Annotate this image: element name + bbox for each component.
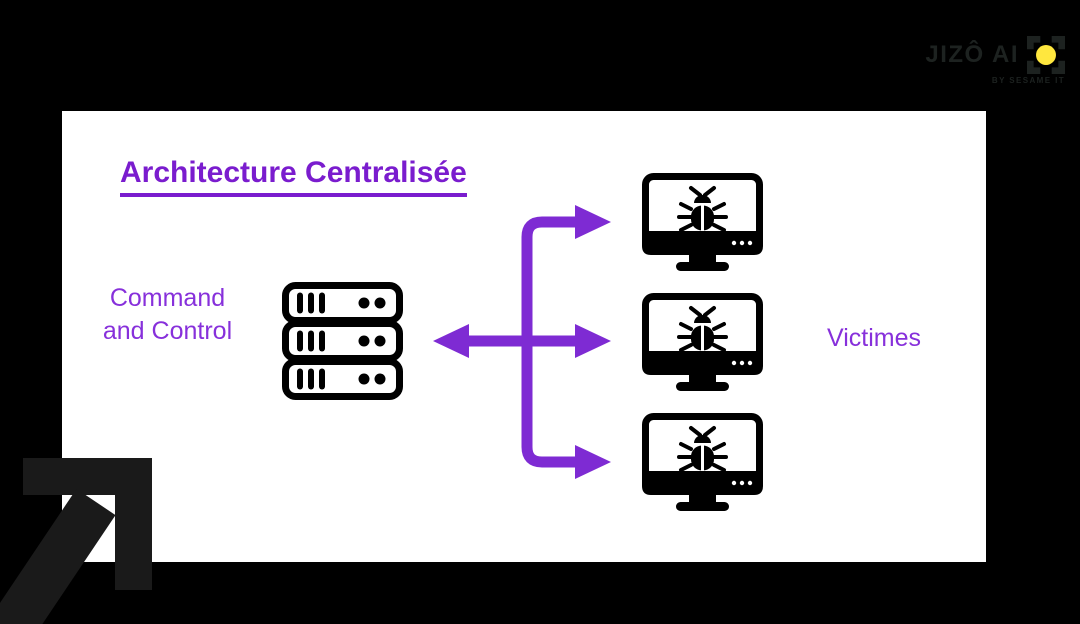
arrowhead-to-victim-1 (575, 205, 611, 239)
victim-monitor-icon-2 (642, 293, 763, 391)
bug-icon (677, 306, 728, 352)
command-and-control-label: Command and Control (70, 282, 265, 348)
brand-tagline: BY SESAME IT (991, 76, 1065, 85)
arrowhead-to-server (433, 324, 469, 358)
arrowhead-to-victim-2 (575, 324, 611, 358)
arrowhead-to-victim-3 (575, 445, 611, 479)
brand-name: JIZÔ AI (925, 41, 1019, 68)
victim-monitor-icon-3 (642, 413, 763, 511)
victim-monitor-icon-1 (642, 173, 763, 271)
bug-icon (677, 186, 728, 232)
monitor-bezel (642, 351, 763, 375)
monitor-bezel (642, 231, 763, 255)
victims-label: Victimes (827, 324, 922, 352)
monitor-bezel (642, 471, 763, 495)
command-and-control-label-line1: Command (109, 284, 226, 312)
connection-arrows (433, 205, 611, 479)
brand-logo: JIZÔ AI BY SESAME IT (925, 36, 1065, 85)
viewfinder-brackets-yellow-dot-icon (1027, 36, 1065, 74)
yellow-dot (1036, 45, 1056, 65)
up-right-arrow-decoration (0, 458, 152, 624)
server-stack-icon (282, 282, 403, 400)
bug-icon (677, 426, 728, 472)
command-and-control-label-line2: and Control (102, 317, 233, 345)
diagram-title: Architecture Centralisée (120, 156, 467, 197)
